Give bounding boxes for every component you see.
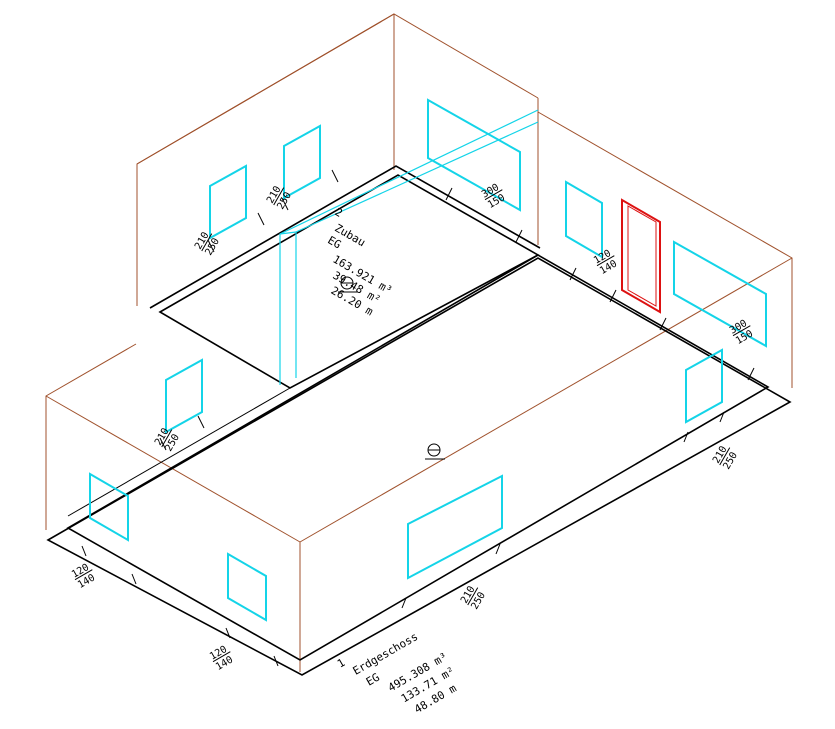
room-number: 1 — [335, 656, 347, 671]
dim-door-right: 120 140 — [592, 248, 619, 277]
room-floor: EG — [325, 234, 343, 252]
dimension-ticks — [81, 169, 755, 667]
dim-front-mid: 210 250 — [459, 584, 488, 611]
window-left-mid — [165, 358, 203, 434]
room-floor: EG — [364, 671, 382, 689]
dim-left-mid: 210 250 — [153, 426, 182, 453]
partition-glass — [279, 109, 539, 385]
window-right-side — [685, 348, 723, 424]
dim-upper-left-b: 210 250 — [265, 184, 294, 211]
walls — [45, 13, 793, 672]
window-right-back-b — [673, 240, 767, 348]
dim-front-left2: 120 140 — [208, 644, 235, 673]
window-front-left — [89, 472, 129, 542]
window-upper-left-b — [283, 124, 321, 200]
window-upper-left-a — [209, 164, 247, 240]
window-front-mid — [407, 474, 503, 580]
dim-right-back: 300 150 — [728, 318, 755, 347]
dim-upper-back: 300 150 — [480, 182, 507, 211]
dim-right-side: 210 250 — [711, 444, 740, 471]
window-right-back-a — [565, 180, 603, 259]
windows — [89, 98, 767, 622]
floor-outline — [46, 165, 792, 676]
room-stamp-zubau[interactable] — [338, 276, 358, 293]
window-upper-back — [427, 98, 521, 212]
room-stamp-erdgeschoss[interactable] — [425, 443, 445, 460]
door-right — [621, 198, 661, 314]
window-front-left2 — [227, 552, 267, 622]
